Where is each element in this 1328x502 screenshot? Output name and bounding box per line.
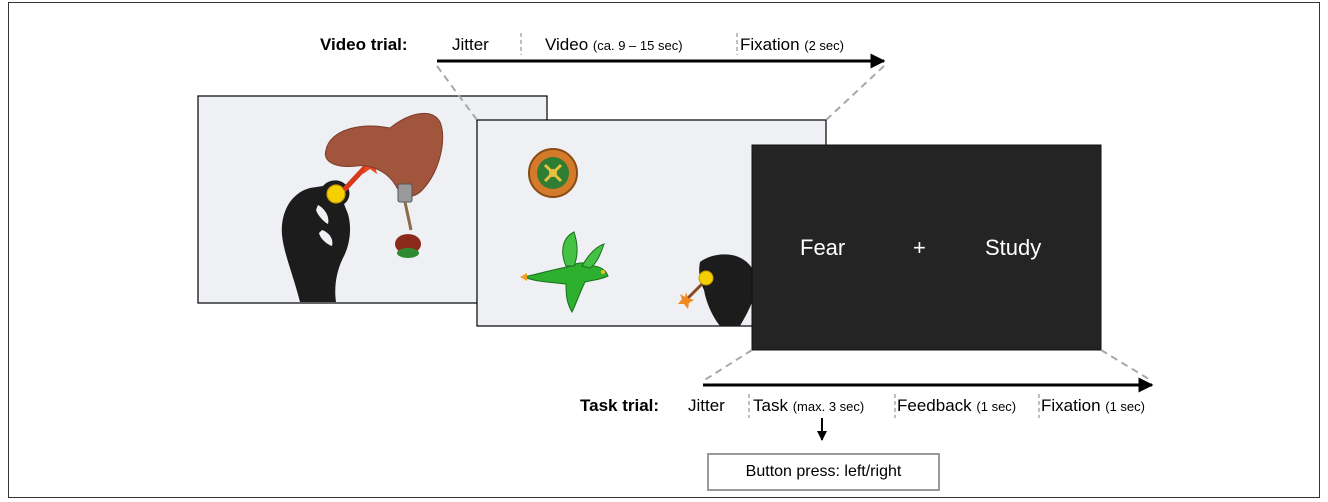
figure-frame [8,2,1320,498]
task-connector-left [702,349,753,382]
task-segment-task: Task (max. 3 sec) [753,397,864,414]
task-segment-fixation: Fixation (1 sec) [1041,397,1145,414]
task-trial-title: Task trial: [580,396,660,415]
hand-with-wand-icon [678,254,756,326]
task-segment-feedback-detail: (1 sec) [976,399,1017,414]
fixation-cross: + [913,235,926,260]
task-segment-jitter: Jitter [688,397,725,414]
task-screen-left-word: Fear [800,235,846,260]
video-segment-video-label: Video [545,35,589,54]
task-segment-feedback: Feedback (1 sec) [897,397,1016,414]
video-segment-fixation-label: Fixation [740,35,800,54]
task-segment-feedback-label: Feedback [897,396,972,415]
button-press-box: Button press: left/right [707,453,940,491]
task-screen [751,144,1102,351]
shovel-icon [397,183,413,231]
task-screen-right-word: Study [985,235,1042,260]
task-connector-right [1100,349,1153,382]
liver-shape-icon [324,112,444,197]
video-segment-fixation: Fixation (2 sec) [740,36,844,53]
video-segment-fixation-detail: (2 sec) [804,38,844,53]
video-connector-right [825,65,885,121]
task-segment-fixation-label: Fixation [1041,396,1101,415]
task-segment-fixation-detail: (1 sec) [1105,399,1145,414]
video-segment-video-detail: (ca. 9 – 15 sec) [592,38,683,53]
video-segment-jitter-label: Jitter [452,35,489,54]
pumpkin-shield-icon [528,148,578,198]
video-trial-title: Video trial: [320,35,408,54]
task-segment-task-detail: (max. 3 sec) [792,399,865,414]
task-segment-task-label: Task [753,396,788,415]
hand-silhouette-icon [281,180,351,302]
video-segment-video: Video (ca. 9 – 15 sec) [545,36,683,53]
task-segment-jitter-label: Jitter [688,396,725,415]
video-segment-jitter: Jitter [452,36,489,53]
button-press-label: Button press: left/right [745,463,902,480]
lettuce-ball-icon [395,234,421,258]
dragon-icon [520,231,609,314]
